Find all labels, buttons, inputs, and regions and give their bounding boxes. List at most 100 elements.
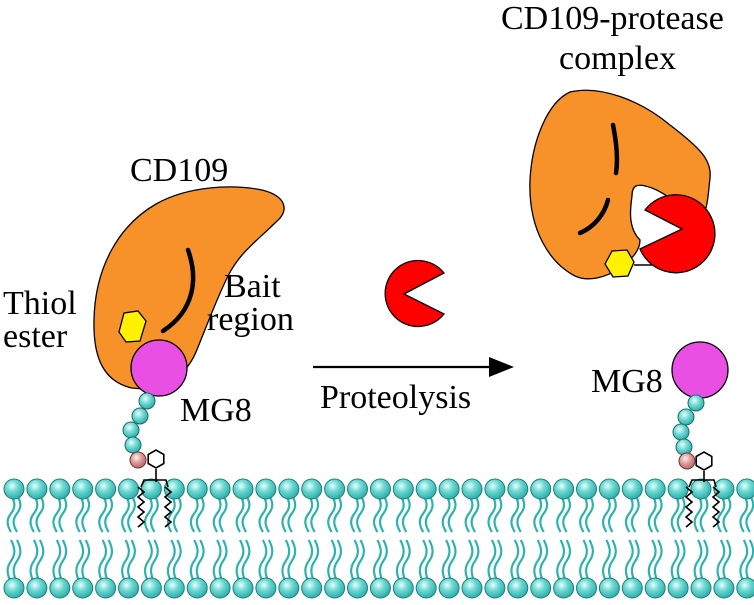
- lipid-tail: [516, 539, 526, 583]
- lipid-tail: [127, 494, 136, 533]
- lipid-tail: [195, 539, 205, 583]
- lipid-head: [644, 577, 666, 599]
- lipid-head: [644, 478, 666, 500]
- lipid-head: [392, 478, 414, 500]
- lipid-tail: [143, 539, 153, 583]
- lipid-head: [484, 577, 506, 599]
- lipid-head: [598, 577, 620, 599]
- lipid-tail: [121, 539, 130, 583]
- lipid-tail: [418, 539, 428, 583]
- gpi-lipid-chain: [136, 486, 146, 528]
- lipid-tail: [447, 494, 457, 533]
- lipid-head: [530, 478, 552, 500]
- lipid-tail: [601, 539, 611, 583]
- cd109-protein-left: [93, 186, 285, 397]
- lipid-tail: [350, 539, 359, 583]
- lipid-tail: [98, 494, 108, 533]
- lipid-head: [438, 478, 460, 500]
- lipid-head: [72, 577, 94, 599]
- lipid-tail: [258, 494, 268, 533]
- lipid-tail: [327, 494, 337, 533]
- lipid-tail: [81, 539, 91, 583]
- lipid-head: [163, 577, 185, 599]
- lipid-head: [530, 577, 552, 599]
- lipid-tail: [6, 539, 16, 583]
- lipid-tail: [401, 494, 411, 533]
- lipid-head: [118, 577, 139, 599]
- gpi-glycan-bead: [677, 408, 695, 426]
- lipid-tail: [241, 539, 251, 583]
- lipid-tail: [121, 494, 130, 533]
- protease-free: [384, 259, 446, 328]
- lipid-head: [3, 577, 25, 599]
- gpi-glycan-bead: [124, 436, 142, 454]
- lipid-tail: [264, 539, 274, 583]
- lipid-head: [415, 577, 437, 599]
- lipid-tail: [149, 539, 159, 583]
- lipid-tail: [241, 494, 251, 533]
- lipid-tail: [653, 494, 663, 533]
- thiol-ester-hexagon-icon-complex: [604, 249, 635, 278]
- lipid-head: [621, 478, 643, 500]
- label-cd109: CD109: [130, 152, 228, 189]
- gpi-glycan-bead: [122, 421, 140, 439]
- lipid-tail: [310, 539, 320, 583]
- lipid-head: [232, 577, 254, 599]
- lipid-tail: [29, 494, 39, 533]
- lipid-tail: [143, 494, 153, 533]
- lipid-tail: [58, 539, 68, 583]
- lipid-head: [26, 577, 48, 599]
- lipid-tail: [372, 494, 382, 533]
- lipid-head: [255, 478, 277, 500]
- lipid-tail: [745, 539, 754, 583]
- label-complex-line2: complex: [559, 40, 676, 77]
- lipid-head: [347, 577, 368, 599]
- lipid-tail: [693, 539, 703, 583]
- lipid-tail: [29, 539, 39, 583]
- lipid-head: [140, 577, 162, 599]
- lipid-tail: [166, 539, 176, 583]
- lipid-tail: [195, 494, 205, 533]
- bait-region-line-upper: [610, 122, 620, 176]
- lipid-tail: [562, 494, 572, 533]
- lipid-tail: [356, 539, 365, 583]
- lipid-tail: [647, 539, 657, 583]
- lipid-head: [438, 577, 460, 599]
- lipid-tail: [395, 494, 405, 533]
- lipid-head: [484, 478, 506, 500]
- gpi-phospho-bead: [678, 452, 696, 470]
- gpi-glycan-bead: [131, 407, 149, 425]
- lipid-tail: [607, 494, 617, 533]
- lipid-tail: [75, 494, 85, 533]
- lipid-tail: [624, 539, 634, 583]
- lipid-tail: [172, 494, 182, 533]
- lipid-tail: [539, 539, 549, 583]
- label-complex-line1: CD109-protease: [501, 0, 724, 37]
- lipid-head: [301, 577, 323, 599]
- lipid-tail: [716, 494, 726, 533]
- lipid-tail: [510, 539, 520, 583]
- lipid-head: [278, 478, 300, 500]
- lipid-tail: [212, 494, 222, 533]
- lipid-tail: [441, 494, 451, 533]
- lipid-tail: [12, 539, 22, 583]
- lipid-tail: [287, 539, 297, 583]
- arrow-head-icon: [489, 357, 514, 377]
- lipid-head: [255, 577, 277, 599]
- lipid-head: [576, 478, 597, 500]
- protease-pacman-icon: [384, 259, 446, 328]
- protease-pacman-bound-icon: [639, 194, 716, 274]
- lipid-tail: [487, 494, 497, 533]
- lipid-head: [324, 577, 346, 599]
- label-thiol-ester-1: Thiol: [3, 285, 77, 322]
- reaction-arrow: [313, 357, 514, 377]
- lipid-head: [278, 577, 300, 599]
- lipid-tail: [579, 494, 588, 533]
- lipid-head: [140, 478, 162, 500]
- bait-region-line: [160, 247, 196, 334]
- lipid-head: [72, 478, 94, 500]
- lipid-tail: [739, 539, 749, 583]
- lipid-head: [736, 478, 754, 500]
- inositol-ring-icon: [147, 449, 165, 469]
